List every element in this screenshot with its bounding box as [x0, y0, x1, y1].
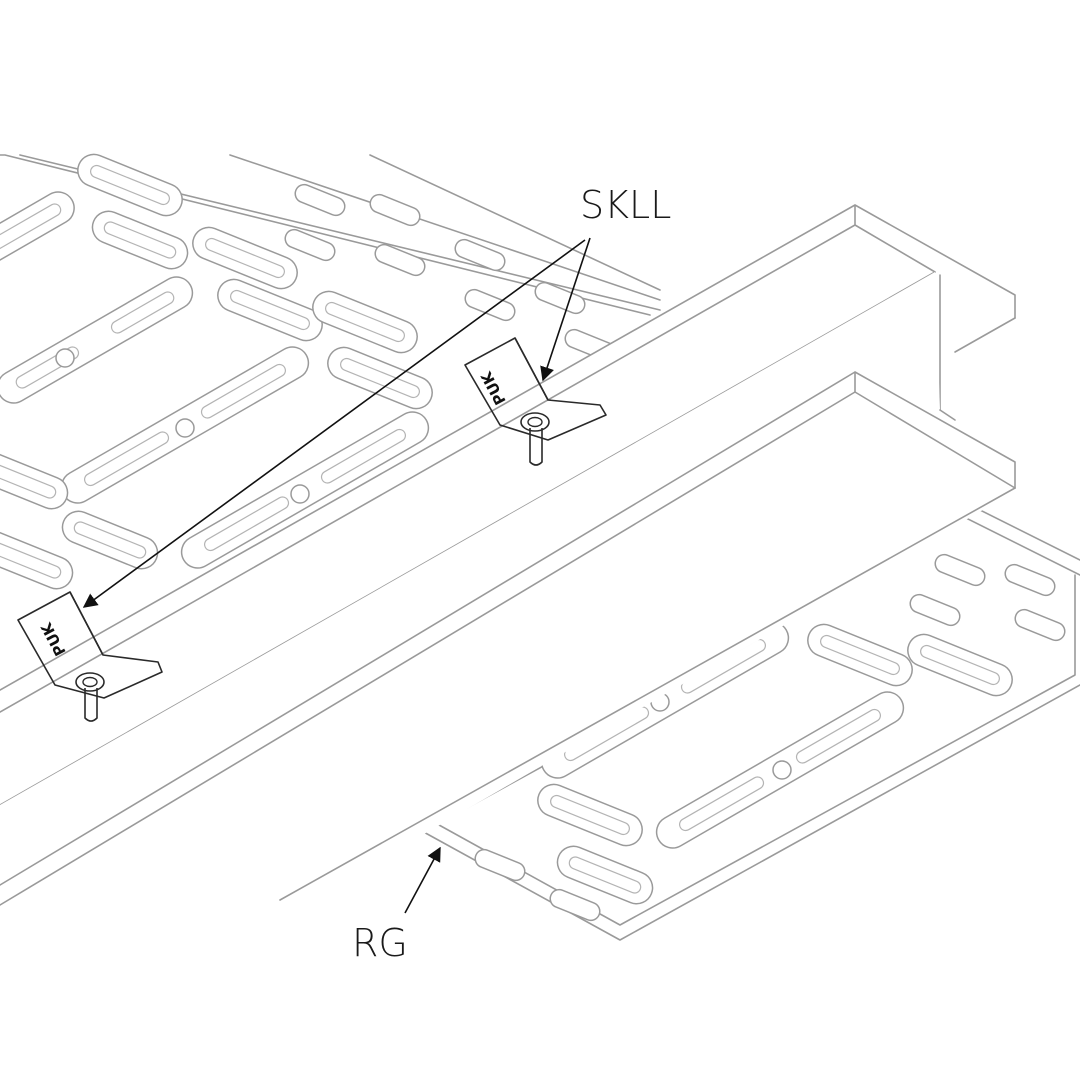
- beam-clamp-lower: PUK: [17, 591, 163, 722]
- tray-slots-lower: [474, 553, 1066, 922]
- callout-leaders: [82, 237, 591, 914]
- leader-rg: [404, 846, 441, 914]
- clamp-marking-upper: PUK: [477, 368, 510, 408]
- leader-skll-lower: [82, 239, 586, 608]
- callout-rg: RG: [352, 921, 408, 965]
- tray-slots-upper: [0, 153, 616, 590]
- upper-cable-tray: [0, 153, 661, 590]
- lower-cable-tray: [179, 494, 1080, 966]
- callout-skll: SKLL: [580, 183, 671, 227]
- clamp-marking-lower: PUK: [37, 619, 70, 659]
- support-beam: [0, 204, 1016, 1080]
- leader-skll-upper: [540, 237, 591, 382]
